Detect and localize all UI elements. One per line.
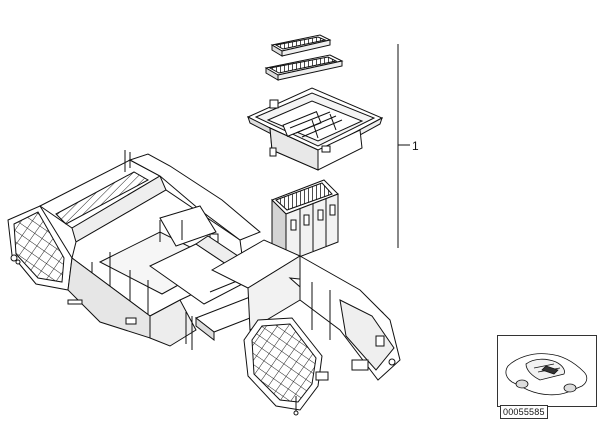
storage-tray [246,87,384,171]
car-inset [497,335,597,407]
coin-holder-box [271,179,339,264]
callout-leader [397,44,410,248]
ashtray-insert-tray [264,54,344,81]
car-silhouette-icon [505,353,588,396]
callout-number: 1 [412,139,419,153]
ashtray-insert-strip [270,34,332,57]
diagram-number: 00055585 [500,405,548,419]
center-console-frame [7,150,401,416]
